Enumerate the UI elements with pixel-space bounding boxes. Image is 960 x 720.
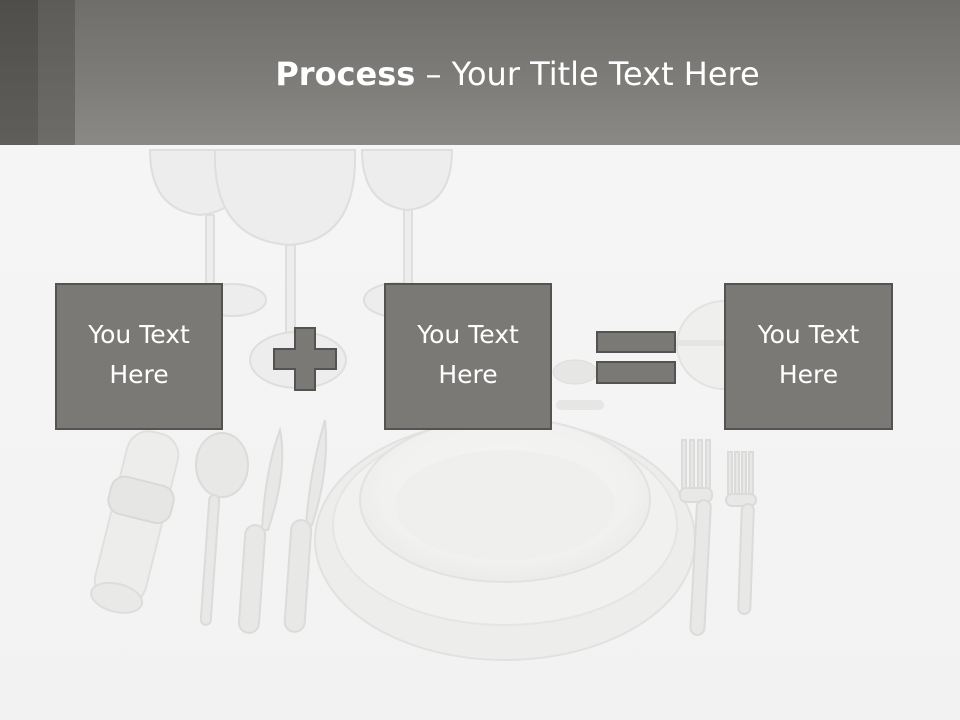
napkin — [90, 430, 180, 614]
plus-icon — [273, 327, 337, 391]
title-rest: – Your Title Text Here — [415, 55, 760, 93]
process-step-2-label: You Text Here — [417, 319, 519, 389]
forks — [679, 439, 757, 636]
process-step-1-label: You Text Here — [88, 319, 190, 389]
table-setting-image — [0, 145, 960, 720]
knives — [238, 419, 328, 634]
slide-title[interactable]: Process – Your Title Text Here — [75, 52, 960, 96]
header-stripe-mid — [38, 0, 75, 145]
process-step-2[interactable]: You Text Here — [384, 283, 552, 430]
process-step-3[interactable]: You Text Here — [724, 283, 893, 430]
wine-glasses — [148, 149, 454, 389]
spoon — [195, 432, 249, 626]
plates — [314, 417, 696, 661]
header-band: Process – Your Title Text Here — [0, 0, 960, 145]
title-bold: Process — [275, 55, 416, 93]
equals-icon — [596, 331, 676, 384]
process-step-1[interactable]: You Text Here — [55, 283, 223, 430]
process-step-3-label: You Text Here — [757, 319, 860, 389]
header-stripe-dark — [0, 0, 38, 145]
